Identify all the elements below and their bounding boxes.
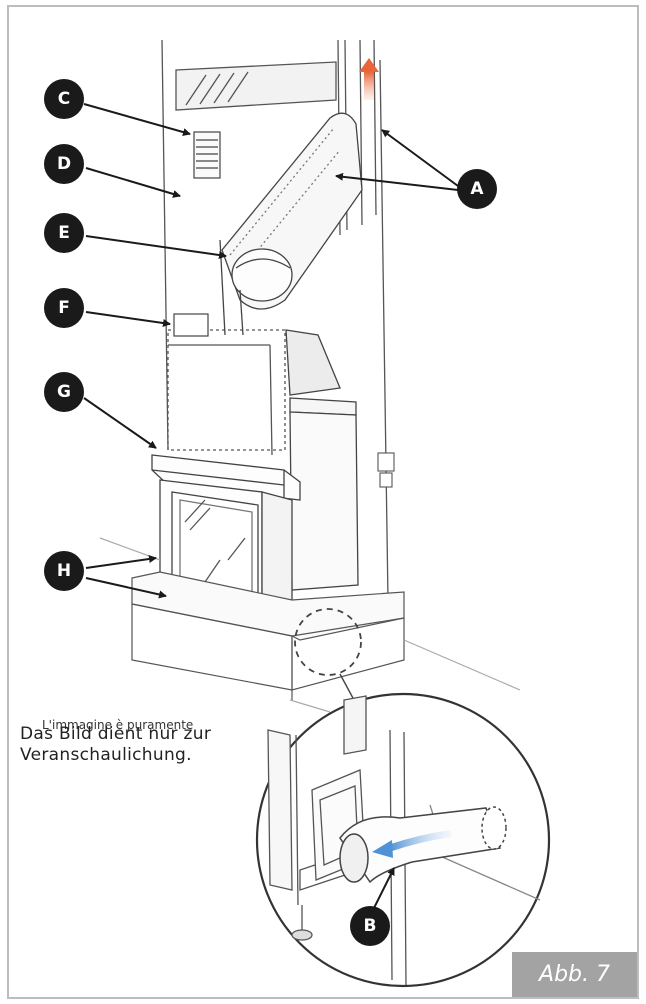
svg-text:A: A <box>470 179 484 199</box>
note-overlay-text: L'immagine è puramente <box>42 718 194 732</box>
air-intake-pipe <box>339 806 507 884</box>
svg-text:H: H <box>57 561 71 581</box>
note-line-2: Veranschaulichung. <box>20 745 192 765</box>
callout-c: C <box>44 79 84 119</box>
callout-f: F <box>44 288 84 328</box>
callout-g: G <box>44 372 84 412</box>
svg-text:C: C <box>58 89 70 109</box>
detail-marker-circle <box>294 608 362 676</box>
callout-b: B <box>350 906 390 946</box>
ventilation-grille <box>193 131 221 179</box>
callout-a: A <box>457 169 497 209</box>
wall-socket <box>377 452 395 488</box>
svg-text:B: B <box>364 916 377 936</box>
callout-d: D <box>44 144 84 184</box>
svg-text:E: E <box>58 223 70 243</box>
chimney-structure <box>161 39 389 601</box>
note-line-1: Das Bild dient nur zur <box>20 724 212 744</box>
callout-h: H <box>44 551 84 591</box>
svg-text:D: D <box>57 154 71 174</box>
flue-gas-up-arrow <box>359 58 379 100</box>
callout-e: E <box>44 213 84 253</box>
airflow-arrow-head <box>372 840 393 858</box>
airflow-arrow <box>386 830 452 852</box>
detail-inset <box>255 692 551 988</box>
figure-label: Abb. 7 <box>512 952 637 997</box>
note-text: Das Bild dient nur zur Veranschaulichung… <box>20 724 211 766</box>
svg-text:F: F <box>58 298 70 318</box>
svg-text:G: G <box>57 382 71 402</box>
insulated-duct <box>219 112 363 336</box>
callout-leaders <box>83 103 459 913</box>
junction-box <box>173 313 209 337</box>
detail-connector-line <box>339 673 355 701</box>
plinth-base <box>99 537 521 713</box>
